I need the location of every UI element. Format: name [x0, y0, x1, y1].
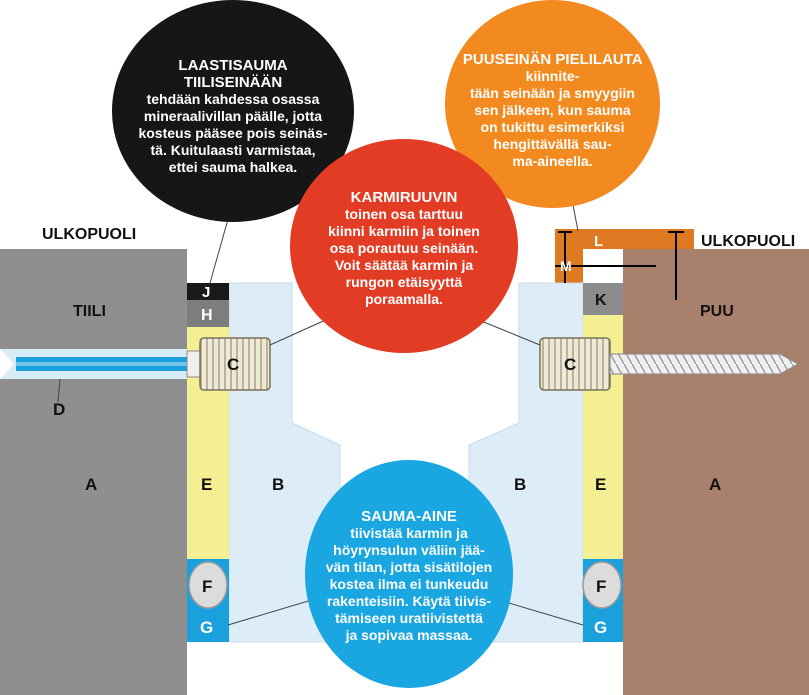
foam-rod-left — [188, 561, 228, 609]
callout-sauma-aine-line-6: tämiseen uratiivistettä — [335, 610, 483, 626]
outside-left-label: ULKOPUOLI — [42, 226, 136, 243]
callout-puuseinan-title: PUUSEINÄN PIELILAUTA — [462, 50, 643, 68]
callout-sauma-aine-line-2: höyrynsulun väliin jää- — [333, 542, 485, 558]
label-j: J — [202, 284, 210, 301]
callout-sauma-aine-line-7: ja sopivaa massaa. — [345, 627, 473, 643]
label-g-right: G — [594, 618, 607, 637]
foam-rod-right — [582, 561, 622, 609]
callout-puuseinan-title-suffix: kiinnite- — [525, 67, 580, 84]
callout-sauma-aine-line-1: tiivistää karmin ja — [350, 525, 468, 541]
drill-hole-line — [16, 362, 187, 366]
label-a-left: A — [85, 475, 97, 494]
callout-laastisauma-line-3: kosteus pääsee pois seinäs- — [138, 124, 328, 141]
label-c-left: C — [227, 355, 239, 374]
label-f-left: F — [202, 577, 212, 596]
label-l: L — [594, 233, 603, 250]
label-b-right: B — [514, 475, 526, 494]
brick-label: TIILI — [73, 303, 106, 320]
callout-sauma-aine-title: SAUMA-AINE — [361, 508, 457, 525]
callout-laastisauma-title: LAASTISAUMA TIILISEINÄÄN — [178, 56, 288, 91]
pielilauta-board — [555, 229, 694, 249]
callout-puuseinan-line-1: tään seinään ja smyygiin — [470, 84, 635, 101]
nails — [555, 231, 684, 300]
callout-laastisauma-line-1: tehdään kahdessa osassa — [146, 90, 320, 107]
drill-hole-core — [16, 357, 187, 371]
label-h: H — [201, 307, 213, 324]
callout-karmiruuvin-line-1: toinen osa tarttuu — [344, 205, 464, 222]
callout-sauma-aine-line-3: vän tilan, jotta sisätilojen — [325, 559, 493, 575]
j-block — [187, 283, 229, 300]
callout-puuseinan-line-4: hengittävällä sau- — [493, 135, 612, 152]
label-f-right: F — [596, 577, 606, 596]
callout-laastisauma-line-2: mineraalivillan päälle, jotta — [143, 107, 323, 124]
label-g-left: G — [200, 618, 213, 637]
callout-laastisauma-line-5: ettei sauma halkea. — [168, 158, 298, 175]
callout-puuseinan-line-3: on tukittu esimerkiksi — [480, 118, 625, 135]
label-k: K — [595, 292, 607, 309]
outside-right-label: ULKOPUOLI — [701, 233, 795, 250]
callout-karmiruuvin-title: KARMIRUUVIN — [350, 188, 458, 206]
label-e-left: E — [201, 475, 212, 494]
callout-puuseinan-title-line: PUUSEINÄN PIELILAUTA kiinnite- — [459, 51, 646, 85]
wood-label: PUU — [700, 303, 734, 320]
callout-sauma-aine: SAUMA-AINE tiivistää karmin ja höyrynsul… — [305, 460, 513, 688]
callout-puuseinan-line-2: sen jälkeen, kun sauma — [474, 101, 631, 118]
label-a-right: A — [709, 475, 721, 494]
k-block — [583, 283, 623, 315]
callout-laastisauma-line-4: tä. Kuitulaasti varmistaa, — [150, 141, 316, 158]
callout-karmiruuvin: KARMIRUUVIN toinen osa tarttuu kiinni ka… — [290, 139, 518, 353]
wood-screw-right — [609, 353, 800, 375]
label-m: M — [560, 258, 572, 274]
callout-sauma-aine-line-5: rakenteisiin. Käytä tiivis- — [326, 593, 492, 609]
screw-bolt-left — [199, 337, 271, 391]
label-e-right: E — [595, 475, 606, 494]
label-d: D — [53, 400, 65, 419]
callout-karmiruuvin-line-2: kiinni karmiin ja toinen — [328, 222, 480, 239]
callout-karmiruuvin-line-6: poraamalla. — [365, 290, 443, 307]
drill-hole-cone — [0, 349, 14, 379]
label-b-left: B — [272, 475, 284, 494]
callout-puuseinan-line-5: ma-aineella. — [512, 152, 593, 169]
h-block — [187, 300, 229, 327]
callout-karmiruuvin-line-4: Voit säätää karmin ja — [334, 256, 474, 273]
callout-karmiruuvin-line-5: rungon etäisyyttä — [345, 273, 463, 290]
callout-karmiruuvin-line-3: osa porautuu seinään. — [329, 239, 479, 256]
callout-sauma-aine-line-4: kostea ilma ei tunkeudu — [329, 576, 489, 592]
label-c-right: C — [564, 355, 576, 374]
